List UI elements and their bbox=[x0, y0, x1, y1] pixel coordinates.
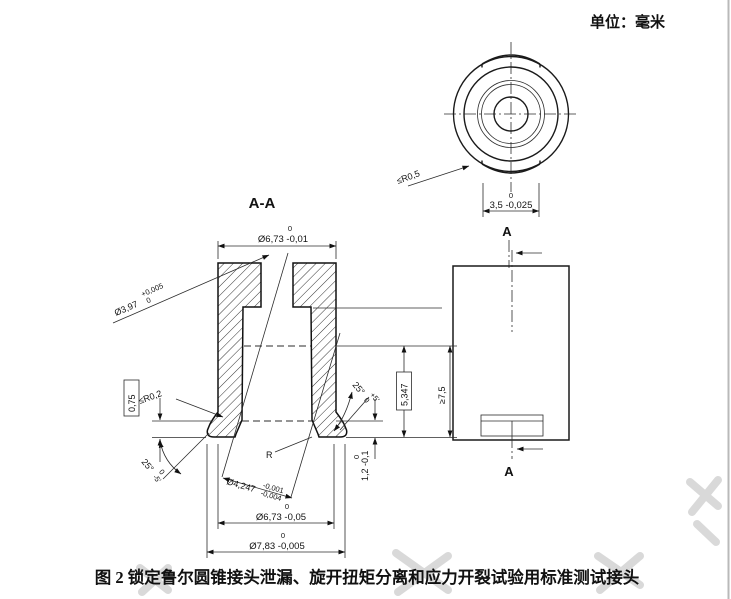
dim-bottom-outer-dia: 0 Ø6,73 -0,05 bbox=[217, 444, 335, 529]
dim-fillet-radius: ≤R0,2 bbox=[137, 388, 163, 406]
dim-min-length: ≥7,5 bbox=[437, 345, 453, 438]
dim-top-outer-tol: 0 bbox=[288, 224, 292, 233]
watermark bbox=[136, 476, 722, 596]
units-label: 单位：毫米 bbox=[590, 13, 666, 31]
dim-lug-width-tol: 0 bbox=[509, 191, 513, 200]
section-cut-top: A bbox=[502, 224, 542, 268]
dim-flange-dia-tol: 0 bbox=[281, 531, 285, 540]
section-left-half bbox=[206, 262, 262, 438]
dim-bore-dia-tol-bot: 0 bbox=[145, 295, 152, 305]
cone-circle-outer bbox=[477, 80, 545, 148]
fillet-radius-leader bbox=[175, 398, 224, 418]
dim-step-height: 1,2 -0,1 0 bbox=[352, 399, 378, 481]
top-view: ≤R0,5 0 3,5 -0,025 A bbox=[395, 42, 578, 268]
dim-bore-dia-tol-top: +0,005 bbox=[140, 281, 165, 298]
section-cut-bottom: A bbox=[504, 436, 543, 479]
dim-bottom-outer-tol: 0 bbox=[285, 502, 289, 511]
side-view: A bbox=[452, 250, 570, 479]
corner-radius-leader bbox=[274, 436, 313, 453]
dim-flange-dia: 0 Ø7,83 -0,005 bbox=[206, 444, 346, 558]
dim-min-length-label: ≥7,5 bbox=[437, 387, 447, 404]
dim-top-outer-label: Ø6,73 -0,01 bbox=[258, 234, 308, 245]
lug-top bbox=[481, 54, 541, 68]
dim-lug-width: 0 3,5 -0,025 bbox=[482, 183, 540, 217]
dim-lug-width-label: 3,5 -0,025 bbox=[490, 200, 533, 211]
section-label-a-top: A bbox=[502, 224, 512, 239]
dim-flange-thickness-label: 0,75 bbox=[127, 394, 137, 412]
body-outline bbox=[452, 265, 570, 441]
dim-angle-left-tol-top: 0 bbox=[157, 468, 167, 477]
dim-top-outer-dia: 0 Ø6,73 -0,01 bbox=[217, 224, 337, 259]
section-right-half bbox=[292, 262, 348, 438]
dim-cone-dia-label: Ø4,247 bbox=[225, 476, 256, 494]
dim-angle-right-label: 25° bbox=[350, 380, 367, 397]
ring-circle bbox=[463, 66, 559, 162]
bore-circle bbox=[493, 96, 529, 132]
section-view-title: A-A bbox=[249, 195, 276, 212]
cone-circle-inner bbox=[481, 84, 541, 144]
bore-dia-leader bbox=[112, 254, 270, 324]
outer-circle bbox=[452, 55, 570, 173]
dim-angle-left-label: 25° bbox=[139, 457, 156, 474]
lug-bottom bbox=[481, 160, 541, 174]
dim-bore-dia-label: Ø3,97 bbox=[113, 299, 139, 318]
figure-caption: 图 2 锁定鲁尔圆锥接头泄漏、旋开扭矩分离和应力开裂试验用标准测试接头 bbox=[95, 567, 640, 587]
dim-fillet-radius-label: ≤R0,2 bbox=[137, 388, 163, 406]
dim-gauge-length: 5,347 bbox=[396, 345, 412, 438]
dim-bottom-outer-label: Ø6,73 -0,05 bbox=[256, 512, 306, 523]
dim-angle-left: 25° 0 -5′ bbox=[139, 432, 210, 485]
dim-flange-dia-label: Ø7,83 -0,005 bbox=[249, 541, 304, 552]
dim-corner-radius-label: R bbox=[266, 450, 273, 460]
dim-step-height-tol: 0 bbox=[352, 455, 361, 459]
dim-angle-right-tol-bot: 0 bbox=[362, 396, 372, 405]
dim-bore-dia: Ø3,97 +0,005 0 bbox=[113, 281, 165, 318]
section-view: A-A 0 Ø6,73 -0,01 Ø3,97 +0,005 0 bbox=[112, 195, 457, 558]
dim-gauge-length-label: 5,347 bbox=[400, 383, 410, 406]
section-label-a-bottom: A bbox=[504, 464, 514, 479]
lug-radius-leader bbox=[407, 165, 470, 187]
dim-step-height-label: 1,2 -0,1 bbox=[360, 450, 370, 481]
